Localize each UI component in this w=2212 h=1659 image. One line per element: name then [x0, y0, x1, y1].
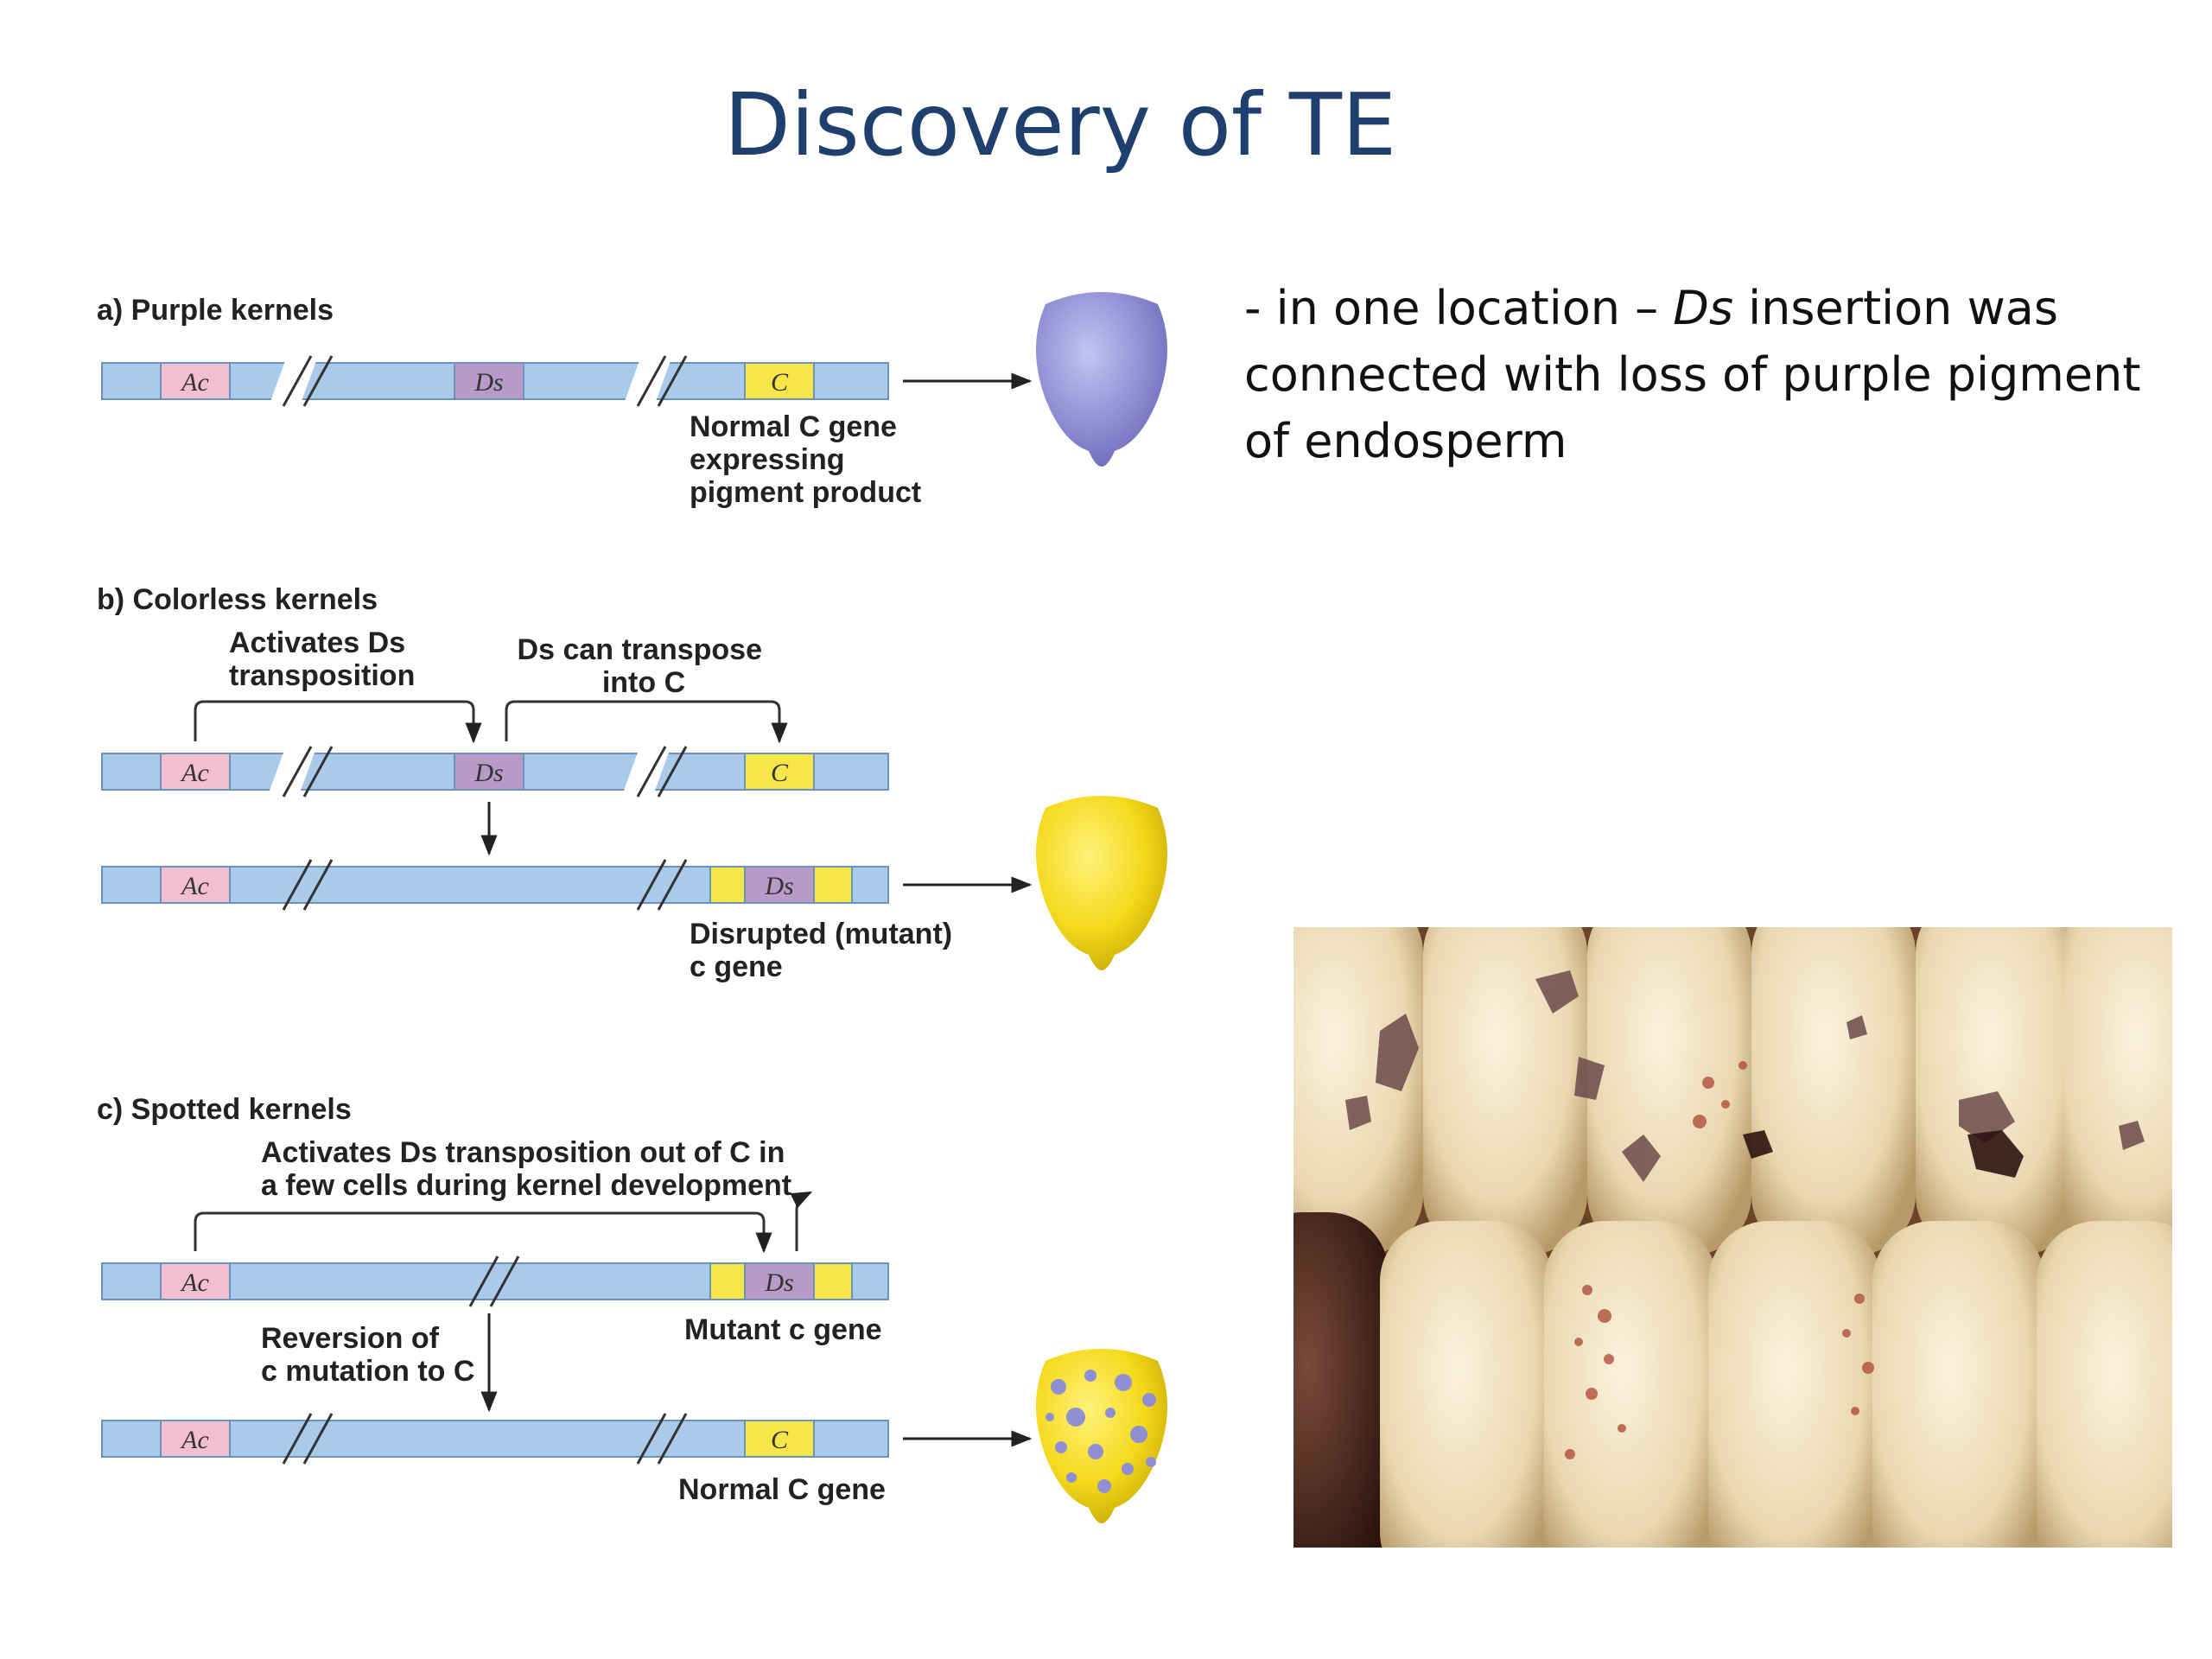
transposon-diagram: a) Purple kernels Ac Ds C Normal C gene … — [0, 0, 1244, 1659]
bullet-prefix: - in one location – — [1244, 281, 1673, 335]
ac-label: Ac — [180, 1268, 209, 1297]
caption-line: Normal C gene — [690, 410, 897, 443]
note-line: into C — [602, 666, 685, 699]
note-line: Ds can transpose — [518, 633, 762, 666]
panel-a: a) Purple kernels Ac Ds C Normal C gene … — [97, 292, 1167, 509]
yellow-kernel — [1036, 796, 1167, 970]
ds-label: Ds — [474, 759, 503, 787]
ds-label: Ds — [764, 872, 793, 900]
caption-line: Disrupted (mutant) — [690, 918, 952, 950]
ac-label: Ac — [180, 368, 209, 397]
note-line: transposition — [229, 659, 415, 692]
c-gene-label: C — [771, 1426, 789, 1454]
activation-bracket — [195, 702, 474, 741]
panel-c: c) Spotted kernels Activates Ds transpos… — [97, 1093, 1167, 1523]
note-line: a few cells during kernel development — [261, 1169, 791, 1202]
panel-b-note1: Activates Ds transposition — [229, 626, 415, 692]
ac-label: Ac — [180, 759, 209, 787]
purple-kernel — [1036, 292, 1167, 467]
panel-b-caption: Disrupted (mutant) c gene — [690, 918, 961, 983]
note-line: c mutation to C — [261, 1355, 474, 1388]
panel-c-normal-caption: Normal C gene — [678, 1473, 886, 1506]
chromosome-c2: Ac C — [102, 1414, 888, 1464]
excision-arrow — [797, 1192, 810, 1251]
panel-c-note2: Reversion of c mutation to C — [261, 1322, 474, 1388]
panel-a-caption: Normal C gene expressing pigment product — [690, 410, 921, 509]
c-gene-label: C — [771, 759, 789, 787]
c-gene-label: C — [771, 368, 789, 397]
ac-label: Ac — [180, 1426, 209, 1454]
chromosome-b1: Ac Ds C — [102, 747, 888, 797]
caption-line: pigment product — [690, 476, 921, 509]
panel-b: b) Colorless kernels Activates Ds transp… — [97, 583, 1167, 983]
activation-bracket — [195, 1213, 764, 1251]
panel-b-note2: Ds can transpose into C — [518, 633, 771, 699]
ds-label: Ds — [764, 1268, 793, 1297]
panel-c-mutant-caption: Mutant c gene — [684, 1313, 882, 1346]
ds-label: Ds — [474, 368, 503, 397]
caption-line: c gene — [690, 950, 783, 983]
ac-label: Ac — [180, 872, 209, 900]
chromosome-c1: Ac Ds — [102, 1256, 888, 1306]
panel-c-note1: Activates Ds transposition out of C in a… — [261, 1136, 793, 1202]
bullet-text: - in one location – Ds insertion was con… — [1244, 275, 2177, 474]
note-line: Activates Ds — [229, 626, 405, 659]
spotted-kernel — [1036, 1349, 1167, 1523]
chromosome-b2: Ac Ds — [102, 860, 888, 910]
chromosome-a: Ac Ds C — [102, 356, 888, 406]
caption-line: expressing — [690, 443, 845, 476]
corn-kernels-photo — [1294, 927, 2172, 1548]
bullet-emphasis: Ds — [1673, 281, 1733, 335]
transpose-bracket — [506, 702, 779, 741]
panel-c-heading: c) Spotted kernels — [97, 1093, 352, 1126]
note-line: Activates Ds transposition out of C in — [261, 1136, 785, 1169]
note-line: Reversion of — [261, 1322, 440, 1355]
panel-a-heading: a) Purple kernels — [97, 294, 334, 327]
panel-b-heading: b) Colorless kernels — [97, 583, 378, 616]
